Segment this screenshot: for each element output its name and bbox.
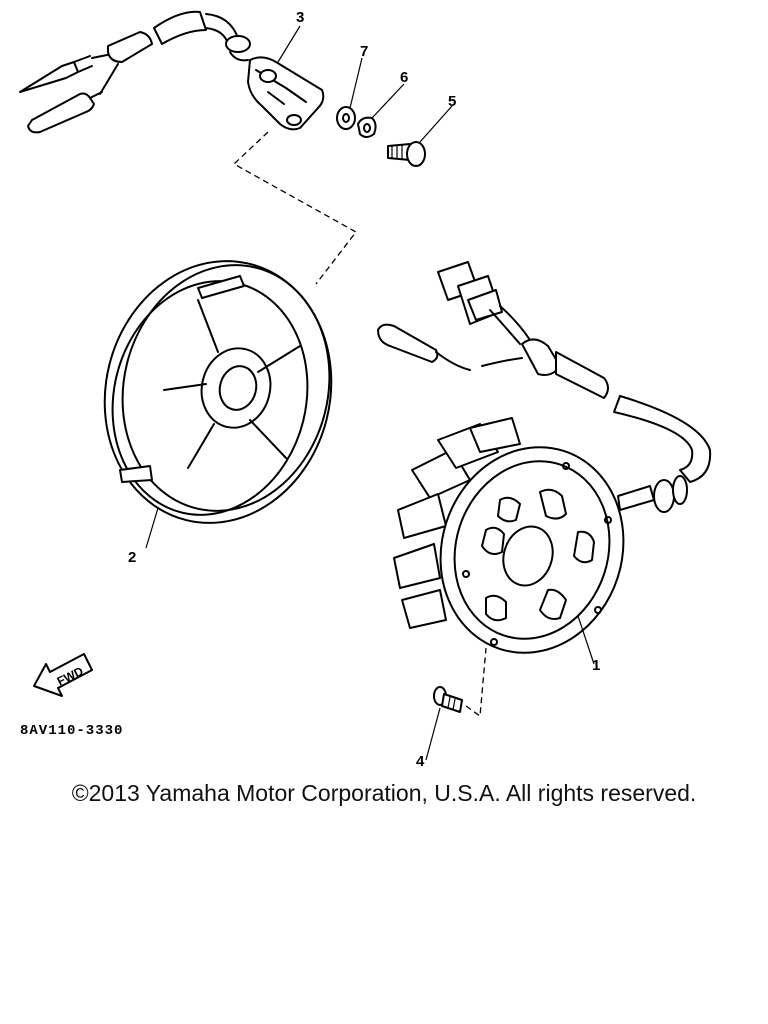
stator-assembly (393, 417, 688, 654)
washer-6 (357, 116, 377, 138)
callout-4: 4 (416, 753, 425, 770)
exploded-parts-diagram: 1 2 3 4 5 6 7 FWD 8AV110-3330 (19, 9, 712, 770)
leader-lines (145, 25, 595, 761)
callout-2: 2 (128, 549, 136, 566)
washer-7 (336, 106, 356, 130)
pickup-coil-assembly (19, 10, 325, 134)
callout-7: 7 (360, 43, 368, 60)
stator-coupler (377, 261, 712, 483)
callout-6: 6 (400, 69, 408, 86)
screw-4 (433, 686, 463, 713)
flywheel-rotor (103, 260, 333, 524)
callout-5: 5 (448, 93, 456, 110)
copyright-notice: ©2013 Yamaha Motor Corporation, U.S.A. A… (71, 780, 697, 806)
alignment-line-coil (232, 131, 357, 285)
callout-1: 1 (592, 657, 600, 674)
forward-arrow-icon: FWD (33, 653, 93, 697)
part-code: 8AV110-3330 (20, 723, 123, 739)
callout-3: 3 (296, 9, 304, 26)
screw-5 (387, 141, 426, 167)
alignment-line-screw (465, 647, 487, 718)
